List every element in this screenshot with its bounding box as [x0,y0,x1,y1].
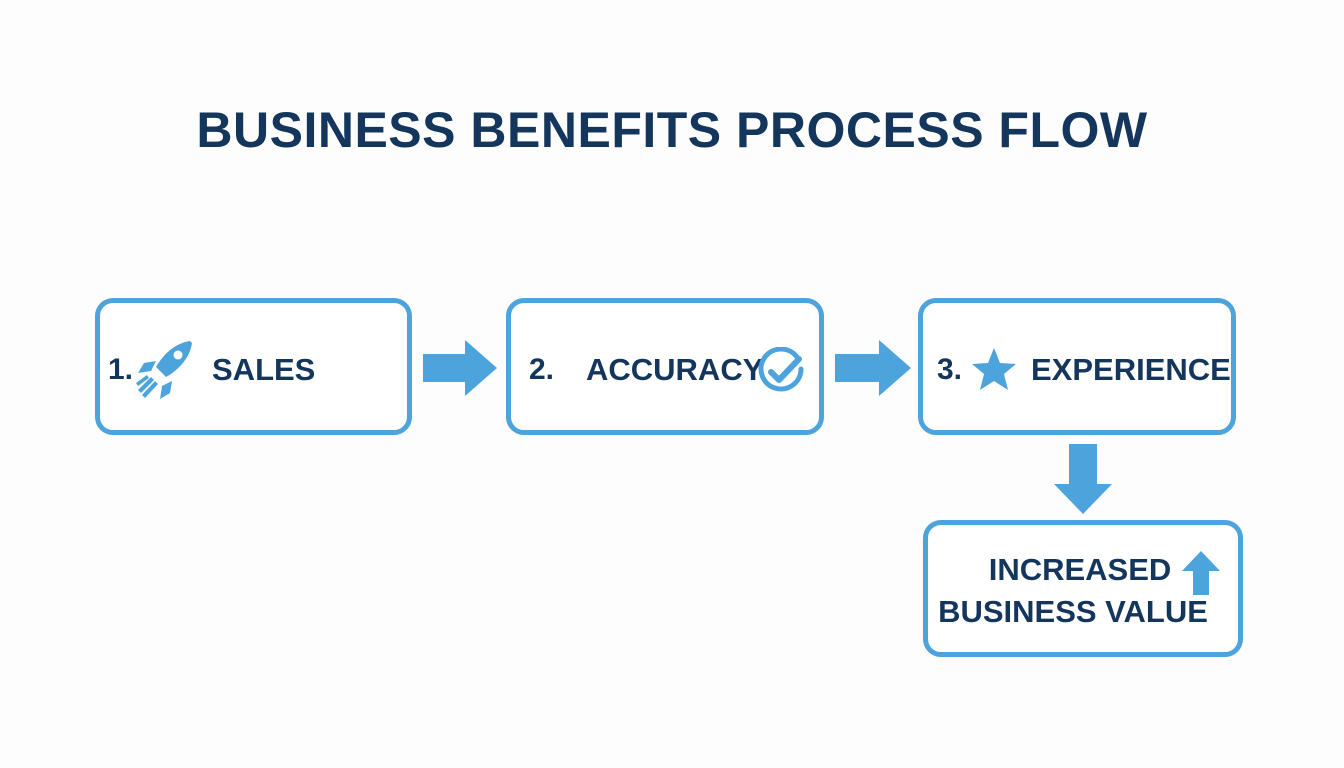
star-icon [972,348,1016,390]
result-line-1: INCREASED [988,552,1172,587]
result-text: INCREASED BUSINESS VALUE [928,549,1218,633]
step-number: 1. [108,353,134,386]
rocket-icon [136,341,192,399]
step-label: EXPERIENCE [1031,352,1231,387]
arrow-right-icon [835,340,911,396]
check-circle-icon [758,347,804,392]
arrow-up-icon [1182,551,1220,595]
step-number: 3. [937,353,963,386]
step-number: 2. [529,353,555,386]
step-box-experience: 3. EXPERIENCE [918,298,1236,435]
arrow-down-icon [1054,444,1112,514]
result-line-2: BUSINESS VALUE [938,594,1208,629]
step-label: SALES [212,352,316,387]
arrow-right-icon [423,340,497,396]
step-label: ACCURACY [586,352,764,387]
step-box-accuracy: 2. ACCURACY [506,298,824,435]
diagram-title: BUSINESS BENEFITS PROCESS FLOW [196,102,1148,158]
result-box: INCREASED BUSINESS VALUE [923,520,1243,657]
step-box-sales: 1. SALES [95,298,412,435]
